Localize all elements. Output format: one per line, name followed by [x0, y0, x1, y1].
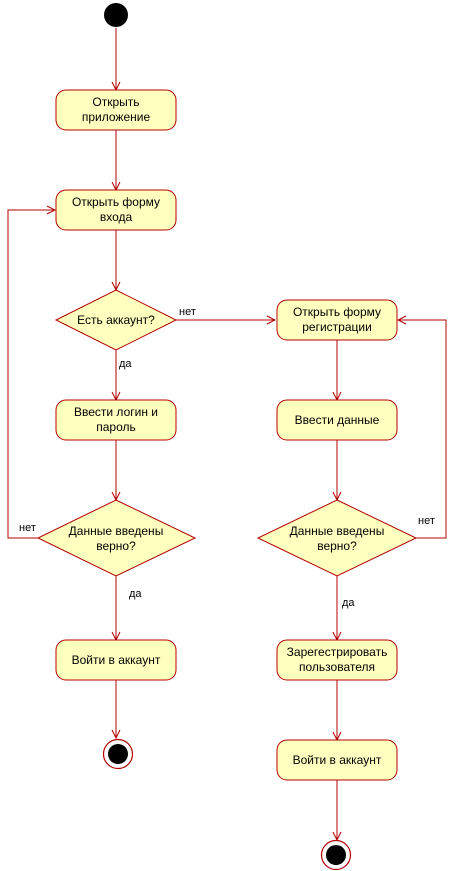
edge-label-has-account-no: нет	[179, 306, 196, 318]
action-open-login: Открыть форму входа	[55, 189, 177, 231]
decision-has-account: Есть аккаунт?	[54, 289, 178, 351]
action-open-app-line-2: приложение	[82, 110, 151, 124]
end-node-register	[320, 839, 352, 871]
action-enter-login-line-2: пароль	[96, 420, 136, 434]
action-register-user-line-2: пользователя	[299, 660, 375, 674]
edge-label-register-check-yes: да	[342, 597, 355, 609]
decision-has-account-label: Есть аккаунт?	[77, 313, 155, 327]
edge-register-check-no	[398, 320, 447, 539]
action-login-label: Войти в аккаунт	[72, 653, 161, 667]
action-open-register-line-1: Открыть форму	[293, 305, 381, 319]
edge-label-has-account-yes: да	[119, 358, 132, 370]
action-open-register-line-2: регистрации	[302, 320, 372, 334]
edge-label-login-check-yes: да	[129, 588, 142, 600]
edge-labels: нет да нет да нет да	[19, 306, 435, 609]
edge-label-register-check-no: нет	[418, 515, 435, 527]
action-enter-data: Ввести данные	[276, 399, 398, 441]
action-enter-login-line-1: Ввести логин и	[74, 405, 158, 419]
action-open-login-line-2: входа	[100, 210, 133, 224]
edge-login-check-no	[7, 210, 55, 539]
start-node	[104, 3, 128, 27]
action-enter-data-label: Ввести данные	[295, 413, 380, 427]
decision-login-check-line-2: верно?	[96, 539, 136, 553]
edges	[7, 28, 447, 840]
edge-label-login-check-no: нет	[19, 522, 36, 534]
end-node-login	[102, 738, 134, 770]
decision-login-check: Данные введены верно?	[36, 499, 197, 577]
action-register-user-line-1: Зарегестрировать	[287, 645, 388, 659]
action-open-login-line-1: Открыть форму	[72, 195, 160, 209]
decision-register-check-line-1: Данные введены	[290, 524, 385, 538]
decision-register-check-line-2: верно?	[317, 539, 357, 553]
decision-register-check: Данные введены верно?	[256, 499, 418, 577]
action-open-app-line-1: Открыть	[92, 95, 139, 109]
action-enter-login: Ввести логин и пароль	[55, 399, 177, 441]
decision-login-check-line-1: Данные введены	[69, 524, 164, 538]
action-login-after-register-label: Войти в аккаунт	[293, 753, 382, 767]
action-open-register: Открыть форму регистрации	[276, 299, 398, 341]
action-open-app: Открыть приложение	[55, 89, 177, 131]
action-login: Войти в аккаунт	[55, 639, 177, 681]
action-register-user: Зарегестрировать пользователя	[276, 639, 398, 681]
action-login-after-register: Войти в аккаунт	[276, 739, 398, 781]
